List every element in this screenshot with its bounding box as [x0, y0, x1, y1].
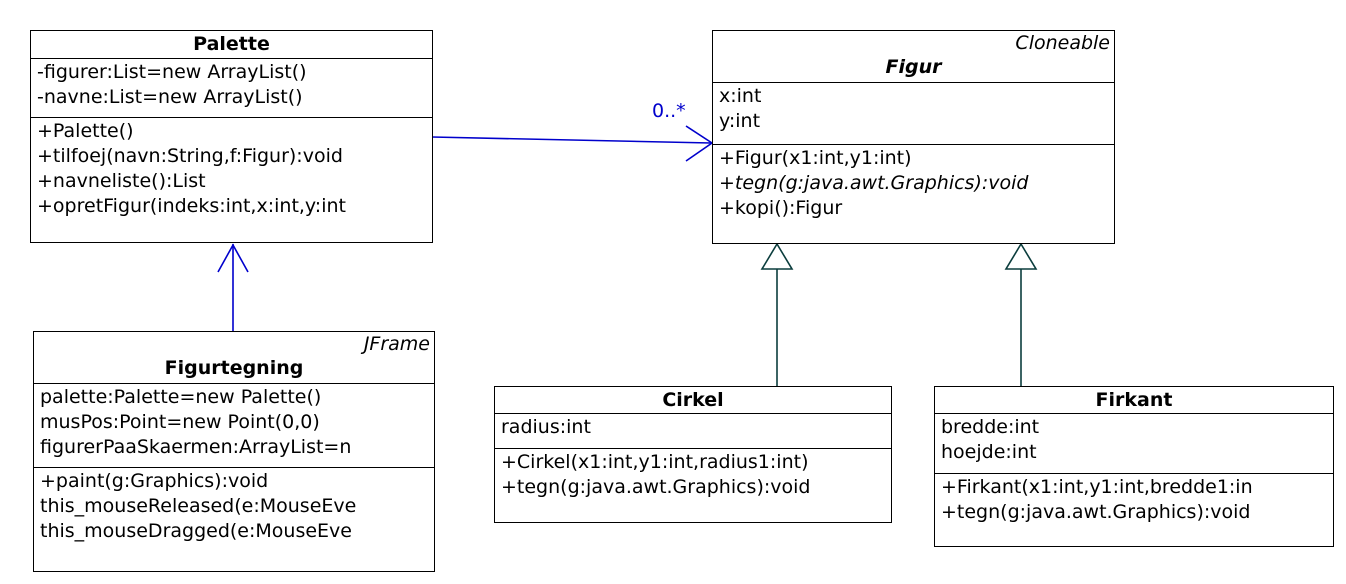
attributes-compartment-firkant: bredde:int hoejde:int	[935, 413, 1333, 473]
class-name-palette: Palette	[193, 33, 270, 55]
edge-cirkel-to-figur	[760, 242, 794, 386]
attribute-row: x:int	[719, 85, 762, 107]
operations-compartment-figur: +Figur(x1:int,y1:int) +tegn(g:java.awt.G…	[713, 144, 1114, 243]
operation-row: this_mouseDragged(e:MouseEve	[40, 520, 352, 542]
attributes-compartment-figur: x:int y:int	[713, 82, 1114, 144]
class-name-firkant: Firkant	[1095, 389, 1173, 411]
operation-row-abstract: +tegn(g:java.awt.Graphics):void	[719, 172, 1029, 194]
class-header-figurtegning: JFrame Figurtegning	[34, 332, 434, 383]
attribute-row: bredde:int	[941, 416, 1040, 438]
operation-row: +Cirkel(x1:int,y1:int,radius1:int)	[501, 451, 809, 473]
edge-figurtegning-to-palette	[217, 243, 249, 332]
operation-row: +tilfoej(navn:String,f:Figur):void	[37, 145, 343, 167]
class-header-figur: Cloneable Figur	[713, 31, 1114, 82]
class-header-cirkel: Cirkel	[495, 387, 891, 413]
class-box-figur[interactable]: Cloneable Figur x:int y:int +Figur(x1:in…	[712, 30, 1115, 244]
attribute-row: palette:Palette=new Palette()	[40, 386, 322, 408]
class-box-figurtegning[interactable]: JFrame Figurtegning palette:Palette=new …	[33, 331, 435, 572]
class-stereotype-figur: Cloneable	[1015, 32, 1110, 54]
attribute-row: y:int	[719, 110, 761, 132]
attribute-row: musPos:Point=new Point(0,0)	[40, 411, 320, 433]
attribute-row: -figurer:List=new ArrayList()	[37, 61, 307, 83]
attribute-row: -navne:List=new ArrayList()	[37, 86, 303, 108]
operations-compartment-cirkel: +Cirkel(x1:int,y1:int,radius1:int) +tegn…	[495, 448, 891, 522]
operations-compartment-figurtegning: +paint(g:Graphics):void this_mouseReleas…	[34, 467, 434, 571]
multiplicity-label-palette-figur: 0..*	[652, 100, 686, 122]
class-name-figur: Figur	[885, 56, 942, 78]
operation-row: this_mouseReleased(e:MouseEve	[40, 495, 357, 517]
operations-compartment-palette: +Palette() +tilfoej(navn:String,f:Figur)…	[31, 117, 432, 242]
operation-row: +paint(g:Graphics):void	[40, 470, 269, 492]
attributes-compartment-figurtegning: palette:Palette=new Palette() musPos:Poi…	[34, 383, 434, 467]
edge-palette-to-figur	[431, 125, 714, 162]
class-box-firkant[interactable]: Firkant bredde:int hoejde:int +Firkant(x…	[934, 386, 1334, 547]
edge-firkant-to-figur	[1004, 242, 1038, 386]
class-header-firkant: Firkant	[935, 387, 1333, 413]
class-box-cirkel[interactable]: Cirkel radius:int +Cirkel(x1:int,y1:int,…	[494, 386, 892, 523]
class-name-figurtegning: Figurtegning	[164, 357, 304, 379]
class-name-cirkel: Cirkel	[662, 389, 724, 411]
attributes-compartment-palette: -figurer:List=new ArrayList() -navne:Lis…	[31, 58, 432, 117]
attribute-row: figurerPaaSkaermen:ArrayList=n	[40, 436, 352, 458]
operation-row: +navneliste():List	[37, 170, 206, 192]
operation-row: +Figur(x1:int,y1:int)	[719, 147, 912, 169]
class-stereotype-figurtegning: JFrame	[363, 333, 430, 355]
operation-row: +kopi():Figur	[719, 197, 843, 219]
attribute-row: radius:int	[501, 416, 591, 438]
operation-row: +Palette()	[37, 120, 134, 142]
operation-row: +tegn(g:java.awt.Graphics):void	[501, 476, 811, 498]
operations-compartment-firkant: +Firkant(x1:int,y1:int,bredde1:in +tegn(…	[935, 473, 1333, 546]
class-box-palette[interactable]: Palette -figurer:List=new ArrayList() -n…	[30, 30, 433, 243]
attributes-compartment-cirkel: radius:int	[495, 413, 891, 448]
operation-row: +tegn(g:java.awt.Graphics):void	[941, 501, 1251, 523]
class-header-palette: Palette	[31, 31, 432, 58]
operation-row: +opretFigur(indeks:int,x:int,y:int	[37, 195, 346, 217]
operation-row: +Firkant(x1:int,y1:int,bredde1:in	[941, 476, 1253, 498]
attribute-row: hoejde:int	[941, 441, 1037, 463]
